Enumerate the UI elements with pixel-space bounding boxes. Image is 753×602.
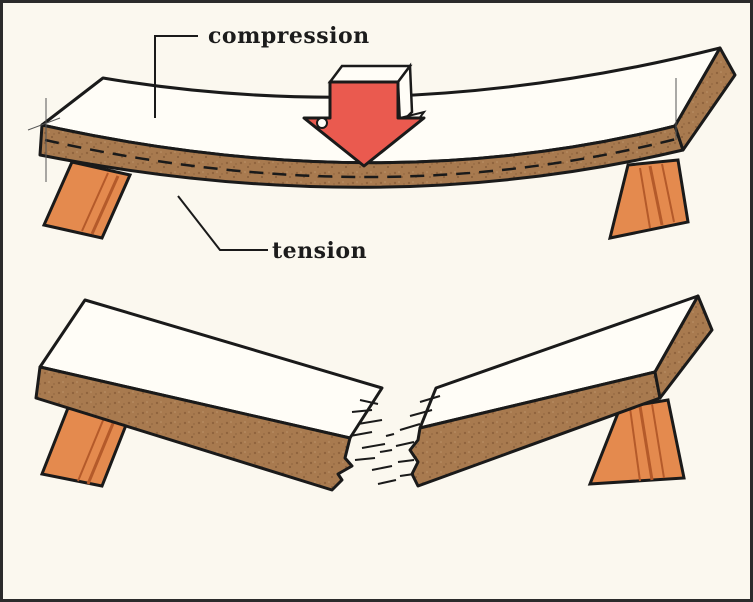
compression-label: compression <box>208 23 370 49</box>
tension-label: tension <box>272 238 367 264</box>
